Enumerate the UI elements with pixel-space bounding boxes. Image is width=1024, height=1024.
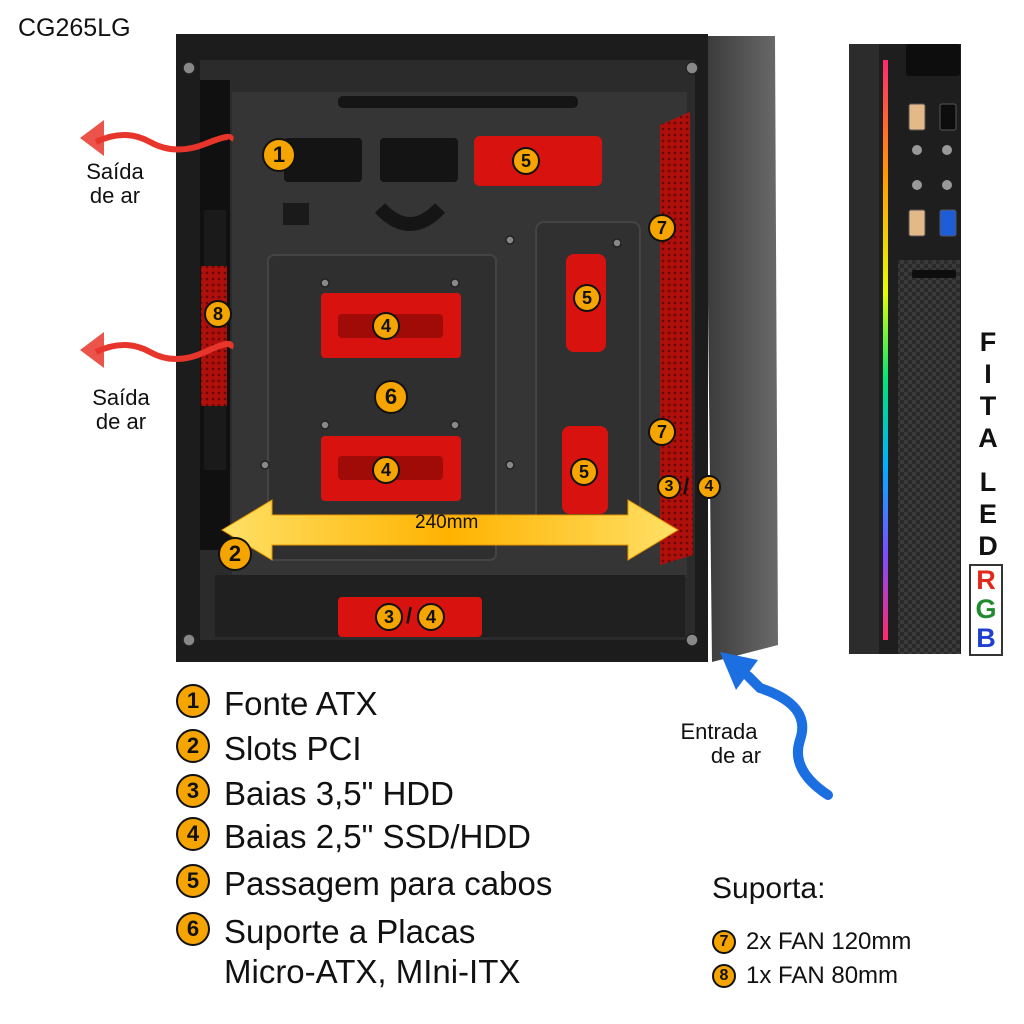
legend-item-4: 4 Baias 2,5" SSD/HDD <box>176 817 531 857</box>
badge-cable-low: 5 <box>570 458 598 486</box>
exhaust-label-top: Saída de ar <box>86 159 144 208</box>
badge-hdd-bottom: 3 <box>375 603 403 631</box>
rgb-led-strip <box>883 60 888 640</box>
badge-fan80: 8 <box>204 300 232 328</box>
fita-led-label: F I T A L E D <box>978 327 998 561</box>
badge-fan120-b: 7 <box>648 418 676 446</box>
legend-item-5: 5 Passagem para cabos <box>176 864 552 904</box>
badge-pci: 2 <box>218 537 252 571</box>
badge-hdd-right: 3 <box>657 475 681 499</box>
badge-ssd-bottom-bay: 4 <box>417 603 445 631</box>
model-name: CG265LG <box>18 14 131 42</box>
slash-right: / <box>683 474 690 499</box>
legend-item-1: 1 Fonte ATX <box>176 684 377 724</box>
badge-fan120-a: 7 <box>648 214 676 242</box>
dimension-label: 240mm <box>415 512 479 533</box>
slash-bottom: / <box>406 603 413 628</box>
legend-badge: 3 <box>176 774 210 808</box>
side-panel <box>705 36 778 662</box>
badge-ssd-right: 4 <box>697 475 721 499</box>
badge-ssd-bottom: 4 <box>372 456 400 484</box>
legend-badge: 6 <box>176 912 210 946</box>
support-badge: 7 <box>712 930 736 954</box>
legend-item-2: 2 Slots PCI <box>176 729 362 769</box>
legend-badge: 1 <box>176 684 210 718</box>
legend-badge: 4 <box>176 817 210 851</box>
exhaust-label-mid: Saída de ar <box>92 385 150 434</box>
dimension-arrow <box>221 499 679 561</box>
badge-cable-mid: 5 <box>573 284 601 312</box>
badge-psu: 1 <box>262 138 296 172</box>
legend-badge: 2 <box>176 729 210 763</box>
support-title: Suporta: <box>712 872 826 905</box>
legend-item-6: 6 Suporte a Placas Micro-ATX, MIni-ITX <box>176 912 520 992</box>
support-item-fan120: 7 2x FAN 120mm <box>712 928 911 956</box>
rgb-label: R G B <box>969 564 1003 656</box>
badge-ssd-top: 4 <box>372 312 400 340</box>
badge-cable-top: 5 <box>512 147 540 175</box>
intake-label: Entrada de ar <box>680 719 762 768</box>
support-badge: 8 <box>712 964 736 988</box>
legend-item-3: 3 Baias 3,5" HDD <box>176 774 454 814</box>
support-item-fan80: 8 1x FAN 80mm <box>712 962 898 990</box>
legend-badge: 5 <box>176 864 210 898</box>
badge-mobo: 6 <box>374 380 408 414</box>
